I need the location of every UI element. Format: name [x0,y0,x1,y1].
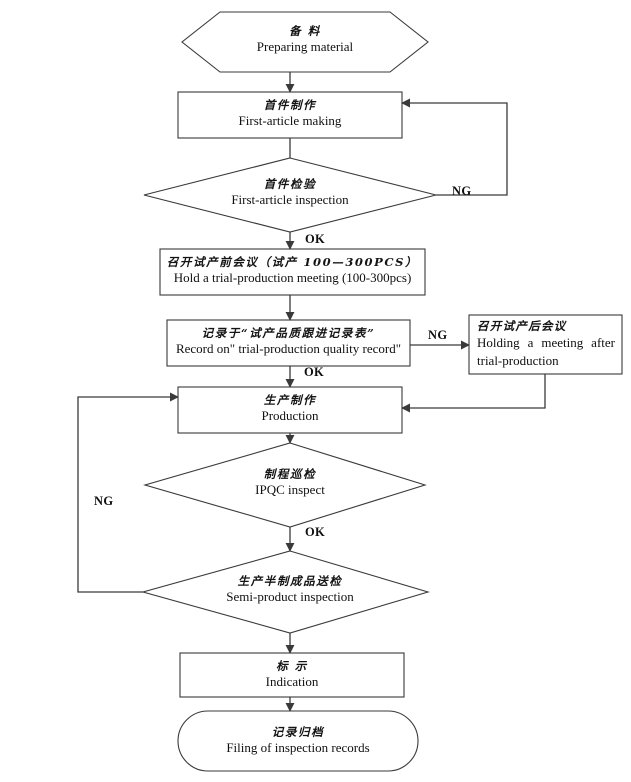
node-indication-shape [179,652,405,698]
edge-label-ok-quality-record: OK [304,365,325,379]
node-filing-shape [177,710,419,772]
node-first-article-making-shape [177,91,403,139]
node-prepare-shape [181,11,429,73]
node-production-shape [177,386,403,434]
edge-semi-product-ng-loop [77,392,179,593]
edge-label-ng-semi-product: NG [94,494,114,508]
edge-label-ok-first-article: OK [305,232,326,246]
edge-inspection-ng-loop [401,98,508,196]
edge-label-ng-first-article: NG [452,184,472,198]
node-quality-record-shape [166,319,411,367]
edge-label-ng-quality-record: NG [428,328,448,342]
node-first-article-inspection-shape [143,157,437,233]
edge-after-meeting-to-production [401,374,546,413]
node-semi-product-inspection-shape [140,550,430,634]
node-trial-production-meeting-shape [159,248,426,296]
node-after-meeting-shape [468,314,623,375]
edge-label-ok-ipqc: OK [305,525,326,539]
node-ipqc-inspect-shape [143,442,427,528]
